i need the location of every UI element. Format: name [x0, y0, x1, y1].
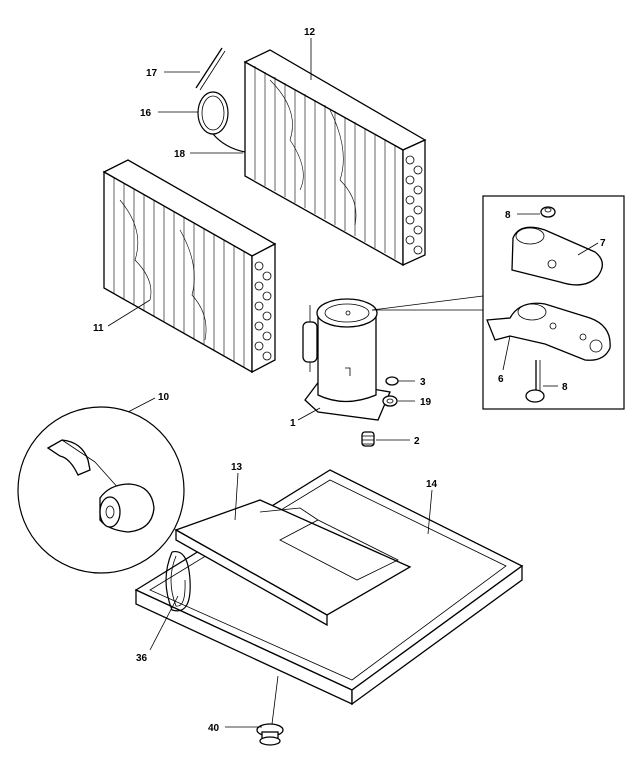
condenser-coil-12: [243, 49, 427, 267]
callout-12: 12: [304, 27, 316, 38]
drain-fitting-40: [256, 723, 284, 746]
callout-labels: 17 16 18 12 11 8 7 6 8 1 3 19 2 10 13 14…: [93, 27, 606, 734]
callout-13: 13: [231, 462, 243, 473]
callout-17: 17: [146, 68, 158, 79]
callout-1: 1: [290, 418, 296, 429]
callout-14: 14: [426, 479, 438, 490]
callout-3: 3: [420, 377, 426, 388]
evaporator-coil-11: [102, 159, 277, 374]
strap-36: [165, 550, 191, 612]
callout-10: 10: [158, 392, 170, 403]
callout-11: 11: [93, 323, 104, 334]
capillary-tube-assembly: [195, 47, 246, 153]
callout-6: 6: [498, 374, 504, 385]
callout-40: 40: [208, 723, 220, 734]
callout-36: 36: [136, 653, 148, 664]
inset-detail-10: [17, 406, 185, 574]
callout-8-top: 8: [505, 210, 511, 221]
callout-2: 2: [414, 436, 420, 447]
callout-7: 7: [600, 238, 606, 249]
callout-19: 19: [420, 397, 432, 408]
callout-16: 16: [140, 108, 152, 119]
callout-8-bottom: 8: [562, 382, 568, 393]
leader-lines: [107, 38, 599, 728]
detail-box: [371, 195, 625, 410]
mount-hardware: [361, 376, 399, 447]
callout-18: 18: [174, 149, 186, 160]
drain-pan-13: [174, 499, 412, 627]
compressor: [302, 298, 391, 421]
